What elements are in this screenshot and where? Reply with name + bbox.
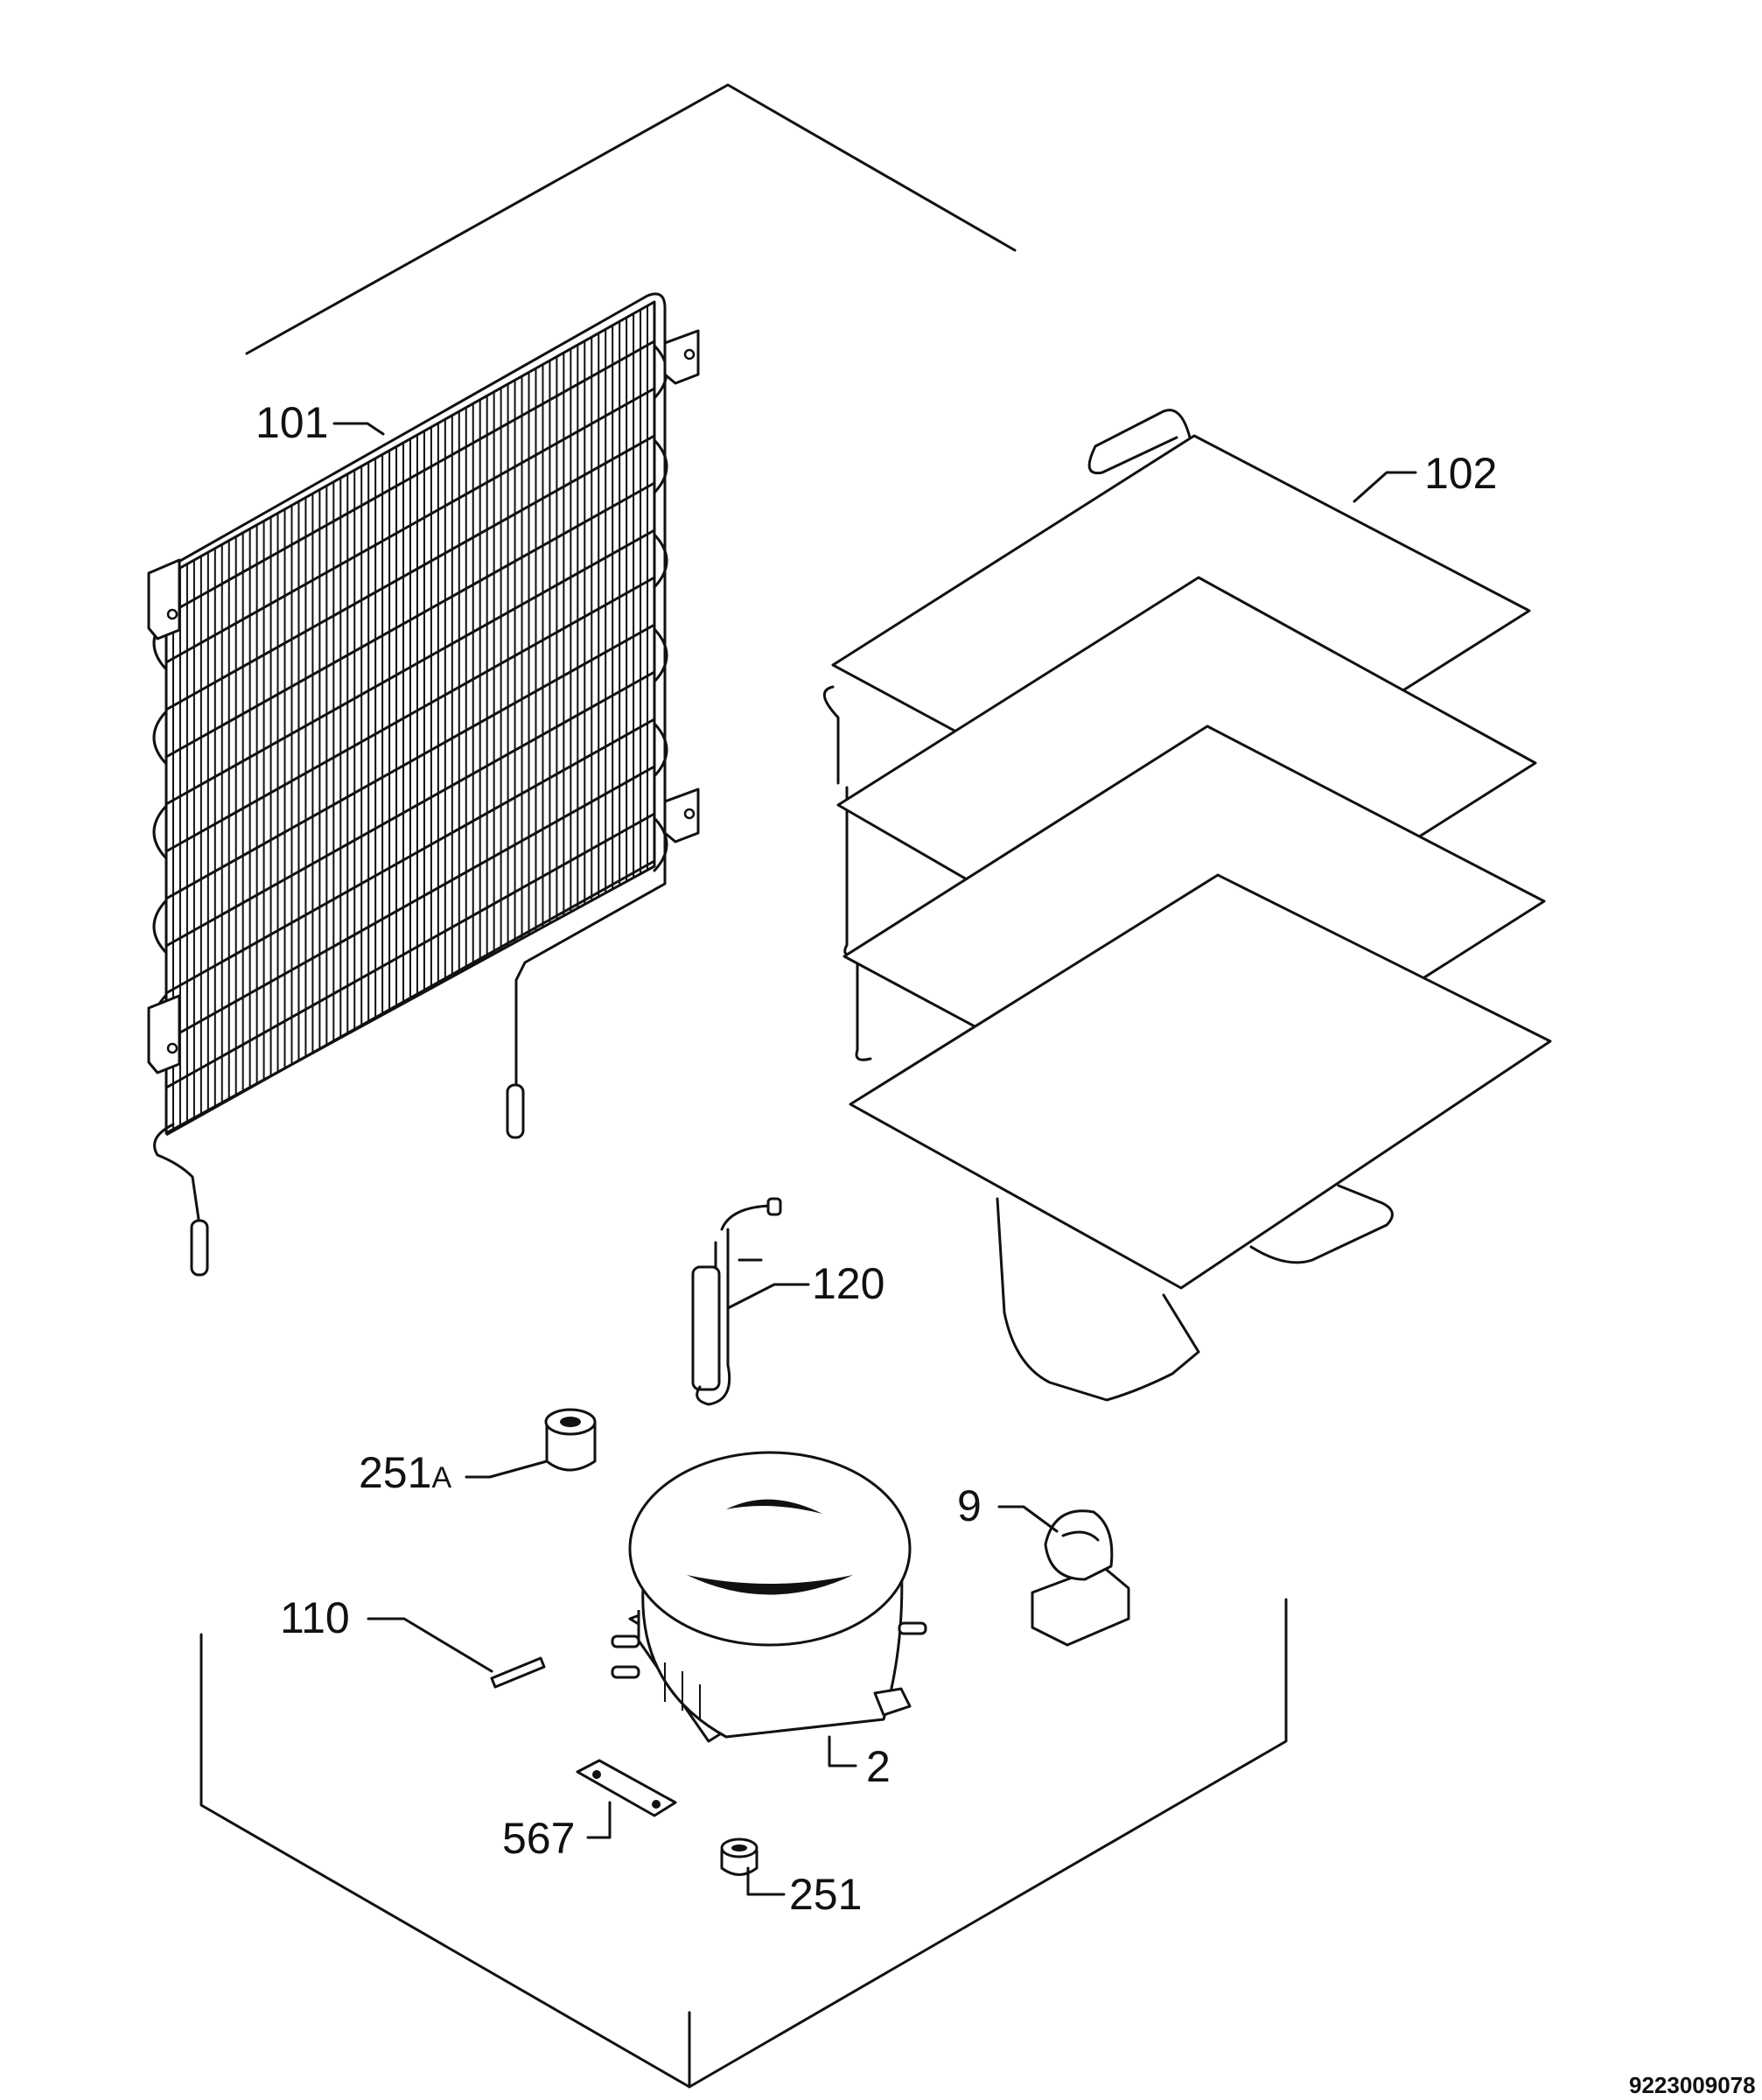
relay: [1031, 1509, 1130, 1647]
condenser-tube: [165, 718, 655, 995]
shelf-4: [849, 873, 1552, 1290]
condenser-tube: [165, 481, 655, 759]
label-251: 251: [789, 1870, 862, 1919]
label-120: 120: [812, 1259, 884, 1308]
condenser-tube: [165, 623, 655, 900]
label-110: 110: [280, 1593, 350, 1642]
label-2: 2: [866, 1742, 891, 1791]
condenser-tube: [165, 340, 655, 617]
condenser-tube: [165, 528, 655, 806]
grommet-251: [720, 1838, 759, 1876]
condenser-tube: [165, 670, 655, 948]
label-251a: 251A: [359, 1448, 451, 1497]
label-9: 9: [957, 1481, 982, 1530]
compressor: [611, 1451, 927, 1743]
condenser-tube: [165, 812, 655, 1089]
capillary-drier: [691, 1197, 782, 1406]
leader-lines: [332, 422, 1417, 1896]
pin: [490, 1656, 546, 1689]
label-101: 101: [255, 398, 328, 447]
condenser-tube: [165, 576, 655, 853]
label-567: 567: [502, 1814, 575, 1863]
drawing-code: 9223009078: [1629, 2072, 1756, 2098]
grommet-251a: [544, 1408, 597, 1472]
shelf-assembly: [823, 409, 1552, 1402]
condenser-tube: [165, 387, 655, 664]
condenser-tube: [165, 859, 655, 1137]
condenser-tube: [165, 765, 655, 1042]
cabinet-outline: [199, 83, 1288, 2089]
condenser-coil: [147, 292, 700, 1277]
label-102: 102: [1424, 449, 1497, 498]
condenser-tube: [165, 434, 655, 711]
plate: [576, 1759, 677, 1817]
